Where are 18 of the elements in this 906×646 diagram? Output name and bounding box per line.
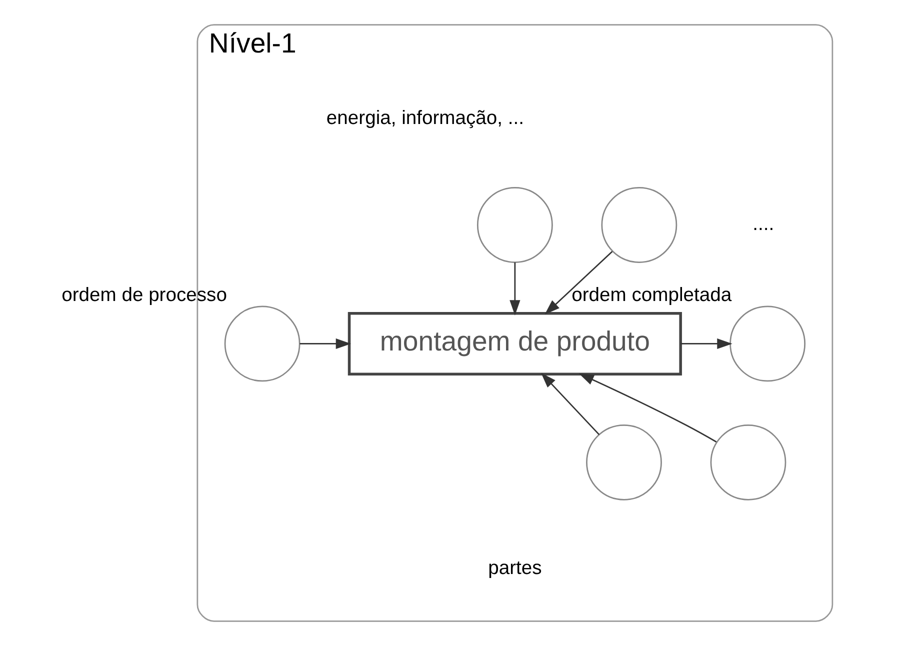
arrow — [509, 262, 520, 316]
node-box: montagem de produto — [347, 312, 682, 376]
arrow — [299, 338, 351, 350]
node-circle — [476, 187, 552, 263]
node-circle — [729, 306, 806, 382]
node-circle — [600, 187, 677, 263]
node-circle — [710, 424, 786, 500]
node-circle — [586, 424, 662, 500]
arrow — [544, 251, 612, 315]
label: partes — [488, 558, 542, 579]
label: energia, informação, ... — [326, 108, 524, 129]
node-label: ordem de processo — [61, 285, 226, 306]
arrow — [680, 338, 732, 350]
arrow — [578, 373, 716, 442]
label: .... — [752, 214, 774, 236]
arrow — [540, 372, 600, 436]
node-circle — [224, 306, 300, 382]
node-label: ordem completada — [571, 285, 732, 306]
